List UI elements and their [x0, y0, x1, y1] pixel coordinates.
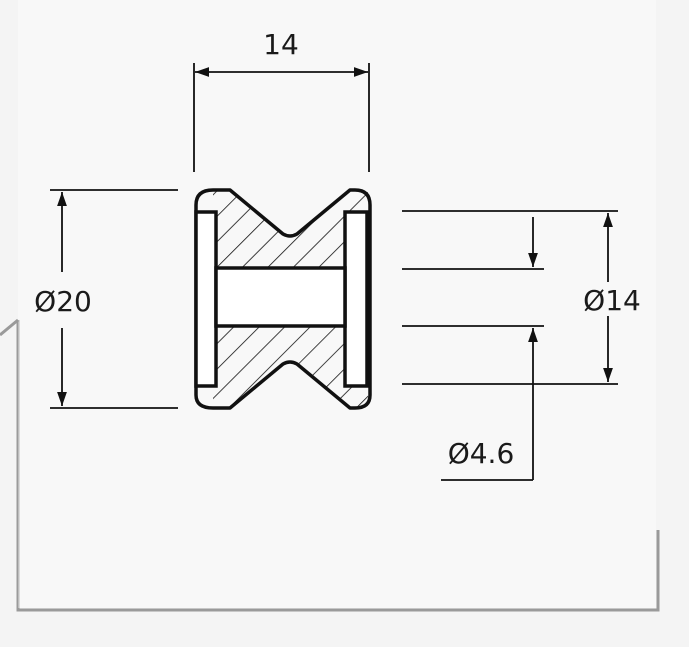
dimension-groove-diameter-label: Ø14 — [583, 284, 641, 317]
dimension-bore-diameter: Ø4.6 — [441, 217, 538, 481]
section-outline — [194, 188, 372, 410]
dimension-outer-diameter: Ø20 — [34, 189, 178, 409]
dimension-groove-diameter: Ø14 — [583, 213, 641, 382]
sheet-border — [16, 320, 660, 612]
dimension-width: 14 — [193, 28, 370, 172]
right-bearing-slot — [343, 210, 369, 388]
left-bearing-slot — [194, 210, 218, 388]
center-bore — [214, 266, 347, 328]
dimension-width-label: 14 — [263, 28, 299, 61]
dimension-bore-diameter-label: Ø4.6 — [448, 437, 515, 470]
pulley-section — [194, 188, 372, 410]
dimension-outer-diameter-label: Ø20 — [34, 285, 92, 318]
right-extension-lines — [402, 210, 618, 385]
